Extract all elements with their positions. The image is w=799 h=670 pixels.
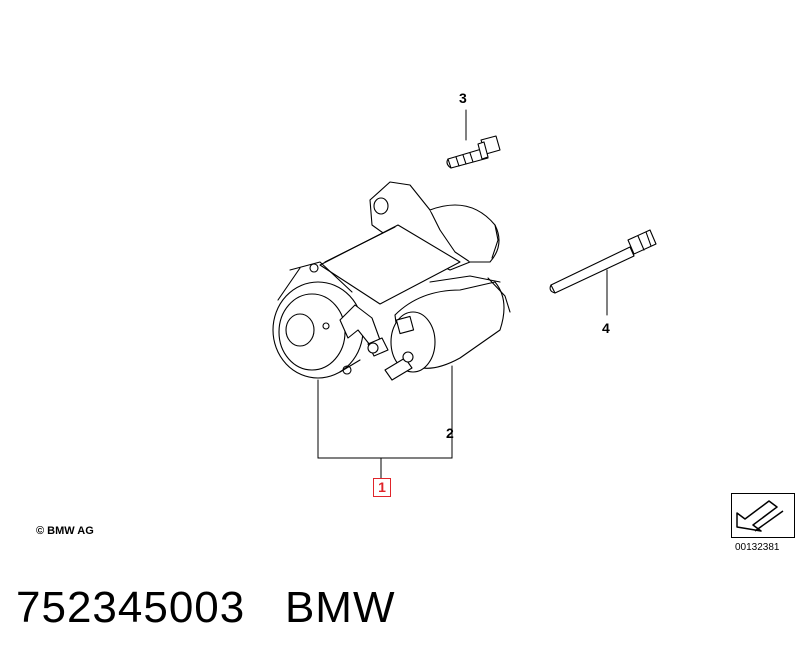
callout-1[interactable]: 1	[373, 478, 391, 497]
callout-2[interactable]: 2	[446, 425, 454, 441]
brand-label: BMW	[284, 583, 396, 632]
footer: 752345003 BMW	[16, 583, 395, 633]
part-number: 752345003	[16, 583, 246, 632]
diagram-number: 00132381	[735, 542, 780, 553]
callout-3[interactable]: 3	[459, 90, 467, 106]
callout-4[interactable]: 4	[602, 320, 610, 336]
bolt-4-drawing	[549, 229, 657, 294]
starter-motor-drawing	[272, 181, 511, 381]
copyright-label: © BMW AG	[36, 525, 94, 537]
arrow-icon[interactable]	[731, 493, 795, 538]
bolt-3-drawing	[446, 135, 501, 169]
leader-lines	[317, 109, 608, 479]
